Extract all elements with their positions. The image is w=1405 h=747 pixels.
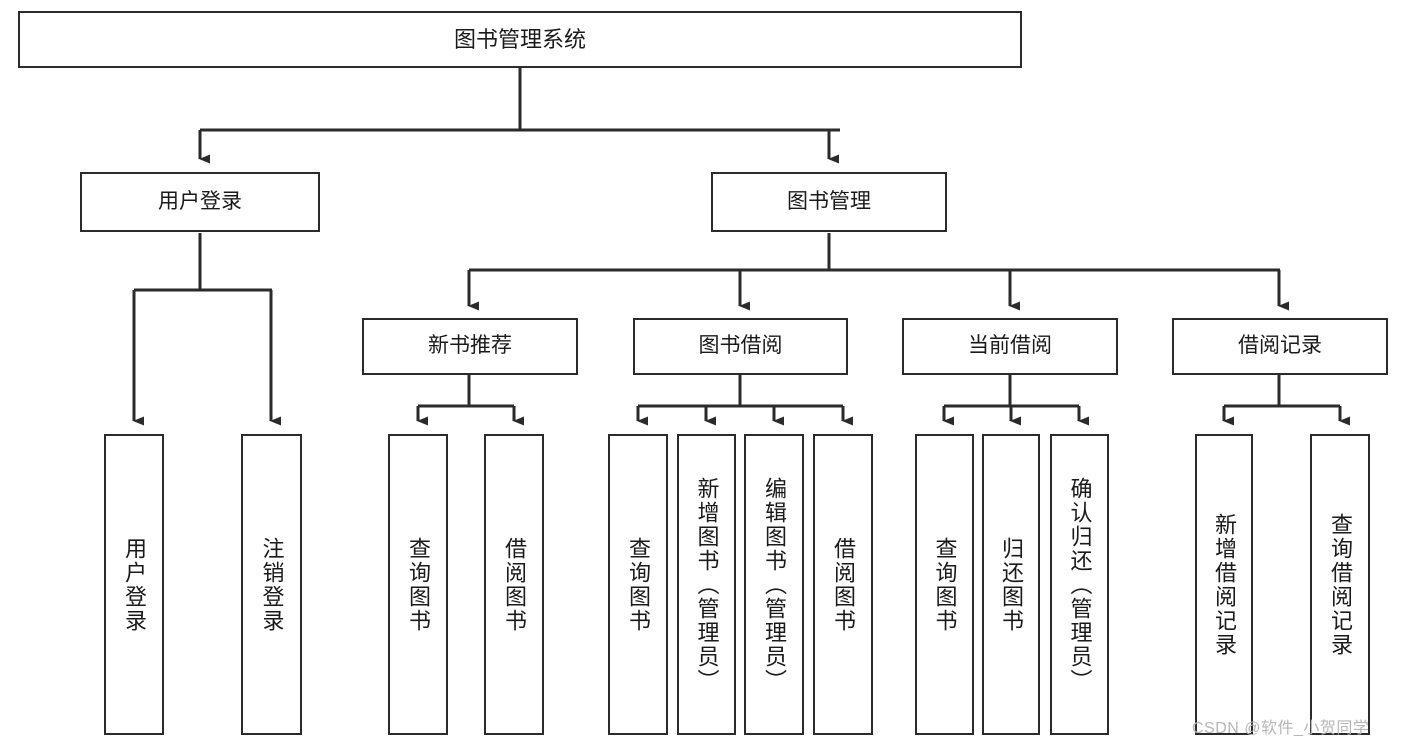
leaf-current-borrow-confirm-return-admin[interactable]: 确认归还（管理员） (1050, 434, 1109, 735)
csdn-watermark: CSDN @软件_小贺同学 (1192, 720, 1370, 737)
node-label: 图书管理系统 (453, 26, 586, 52)
leaf-book-borrow-borrow-book[interactable]: 借阅图书 (813, 434, 873, 735)
node-label: 新增图书（管理员） (694, 476, 720, 693)
node-root-book-management-system[interactable]: 图书管理系统 (18, 11, 1022, 68)
node-label: 借阅记录 (1238, 334, 1322, 358)
leaf-borrow-record-add-record[interactable]: 新增借阅记录 (1195, 434, 1253, 735)
node-label: 查询图书 (932, 536, 958, 633)
node-label: 查询图书 (626, 536, 651, 633)
leaf-book-borrow-query-book[interactable]: 查询图书 (608, 434, 668, 735)
node-label: 借阅图书 (502, 536, 527, 633)
node-label: 确认归还（管理员） (1067, 476, 1093, 693)
leaf-book-borrow-edit-book-admin[interactable]: 编辑图书（管理员） (744, 434, 804, 735)
leaf-current-borrow-return-book[interactable]: 归还图书 (982, 434, 1040, 735)
leaf-book-borrow-add-book-admin[interactable]: 新增图书（管理员） (677, 434, 736, 735)
node-label: 新增借阅记录 (1212, 512, 1237, 657)
leaf-new-book-borrow-book[interactable]: 借阅图书 (484, 434, 544, 735)
leaf-new-book-query-book[interactable]: 查询图书 (388, 434, 448, 735)
leaf-user-login-login[interactable]: 用户登录 (104, 434, 164, 735)
node-label: 归还图书 (999, 536, 1024, 633)
node-new-book-recommend[interactable]: 新书推荐 (362, 318, 578, 375)
node-borrow-record[interactable]: 借阅记录 (1172, 318, 1388, 375)
leaf-current-borrow-query-book[interactable]: 查询图书 (915, 434, 974, 735)
node-current-borrow[interactable]: 当前借阅 (902, 318, 1118, 375)
node-label: 图书管理 (787, 189, 871, 213)
node-book-management[interactable]: 图书管理 (711, 172, 947, 232)
node-label: 用户登录 (158, 189, 242, 213)
leaf-user-login-logout[interactable]: 注销登录 (241, 434, 302, 735)
node-label: 当前借阅 (968, 334, 1052, 358)
node-user-login[interactable]: 用户登录 (80, 172, 320, 232)
node-label: 借阅图书 (831, 536, 856, 633)
node-label: 图书借阅 (698, 334, 783, 358)
node-label: 新书推荐 (428, 334, 512, 358)
node-label: 用户登录 (122, 536, 147, 633)
node-book-borrow[interactable]: 图书借阅 (633, 318, 848, 375)
node-label: 编辑图书（管理员） (762, 476, 787, 693)
node-label: 查询借阅记录 (1328, 512, 1353, 657)
node-label: 查询图书 (406, 536, 431, 633)
node-label: 注销登录 (259, 536, 285, 633)
leaf-borrow-record-query-record[interactable]: 查询借阅记录 (1310, 434, 1370, 735)
